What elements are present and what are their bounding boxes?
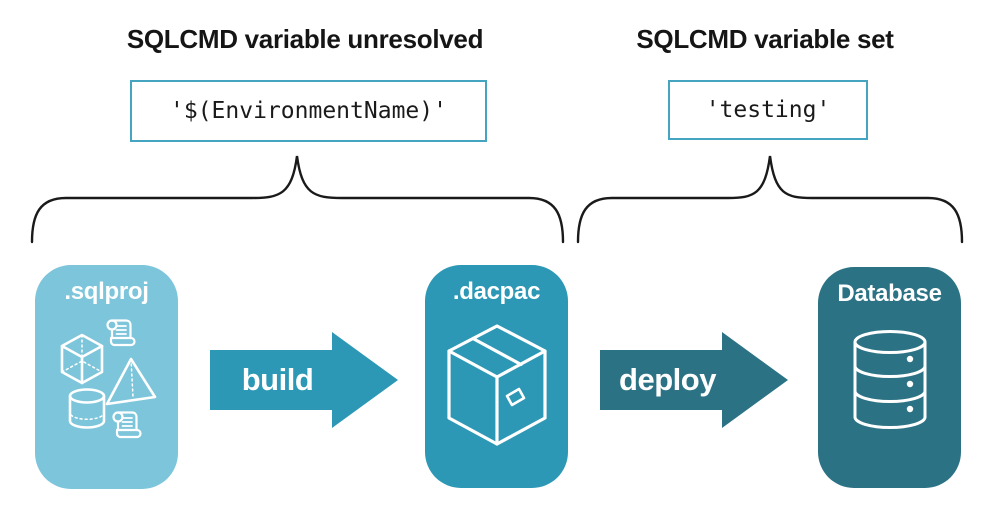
build-arrow: build [210, 332, 400, 428]
node-dacpac-label: .dacpac [452, 278, 541, 305]
sql-objects-icon [60, 319, 157, 439]
heading-variable-set: SQLCMD variable set [636, 24, 894, 54]
heading-variable-unresolved: SQLCMD variable unresolved [126, 24, 484, 54]
code-box-environment-variable: '$(EnvironmentName)' [130, 80, 487, 142]
build-arrow-label: build [241, 362, 314, 397]
node-database-label: Database [837, 280, 942, 307]
code-testing-value: 'testing' [705, 97, 831, 123]
database-icon [853, 330, 927, 429]
right-arrow-icon [210, 332, 398, 428]
right-arrow-icon [600, 332, 788, 428]
code-box-testing-value: 'testing' [668, 80, 868, 140]
code-environment-variable: '$(EnvironmentName)' [170, 98, 447, 124]
package-icon [447, 324, 547, 446]
brace-left-icon [30, 155, 565, 244]
node-database: Database [818, 267, 961, 488]
node-dacpac: .dacpac [425, 265, 568, 488]
brace-right-icon [576, 155, 964, 244]
deploy-arrow: deploy [600, 332, 790, 428]
node-sqlproj: .sqlproj [35, 265, 178, 489]
deploy-arrow-label: deploy [619, 362, 716, 397]
node-sqlproj-label: .sqlproj [64, 278, 149, 305]
